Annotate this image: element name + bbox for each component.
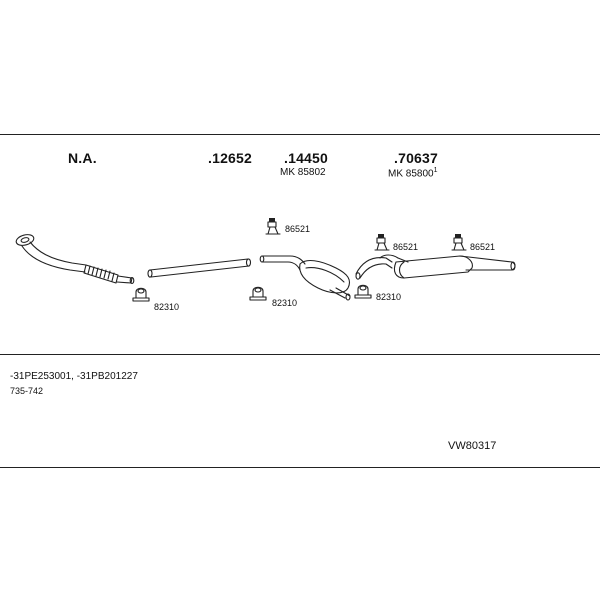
part-number-intermediate-pipe: .12652: [208, 150, 253, 166]
hanger-top: [455, 234, 461, 238]
hanger-top: [269, 218, 275, 222]
clamp-code-1: 82310: [154, 302, 180, 312]
hanger-code-1: 86521: [285, 224, 311, 234]
clamp-icon: [354, 284, 372, 299]
hanger-icon: [265, 221, 281, 235]
hanger-icon: [374, 237, 390, 251]
info-divider: [0, 354, 600, 355]
front-pipe-drawing: [15, 234, 135, 285]
kit-code: VW80317: [448, 440, 497, 452]
intermediate-pipe-drawing: [147, 258, 252, 278]
clamp-code-2: 82310: [272, 298, 298, 308]
clamp-code-3: 82310: [376, 292, 402, 302]
hanger-code-3: 86521: [470, 242, 496, 252]
clamp-icon: [249, 286, 267, 301]
rear-muffler-drawing: [355, 254, 516, 280]
center-muffler-drawing: [259, 255, 351, 301]
serial-range-text: -31PE253001, -31PB201227: [10, 371, 138, 382]
part-number-front-pipe: N.A.: [68, 150, 97, 166]
part-number-center-muffler: .14450: [284, 150, 329, 166]
part-number-rear-muffler: .70637: [394, 150, 439, 166]
model-range-text: 735-742: [10, 386, 44, 396]
diagram-frame: [0, 134, 600, 468]
hanger-code-2: 86521: [393, 242, 419, 252]
clamp-icon: [132, 287, 150, 302]
hanger-icon: [451, 237, 467, 251]
hanger-top: [378, 234, 384, 238]
mounting-kit-center: MK 85802: [280, 167, 326, 178]
mounting-kit-rear: MK 858001: [388, 167, 438, 180]
